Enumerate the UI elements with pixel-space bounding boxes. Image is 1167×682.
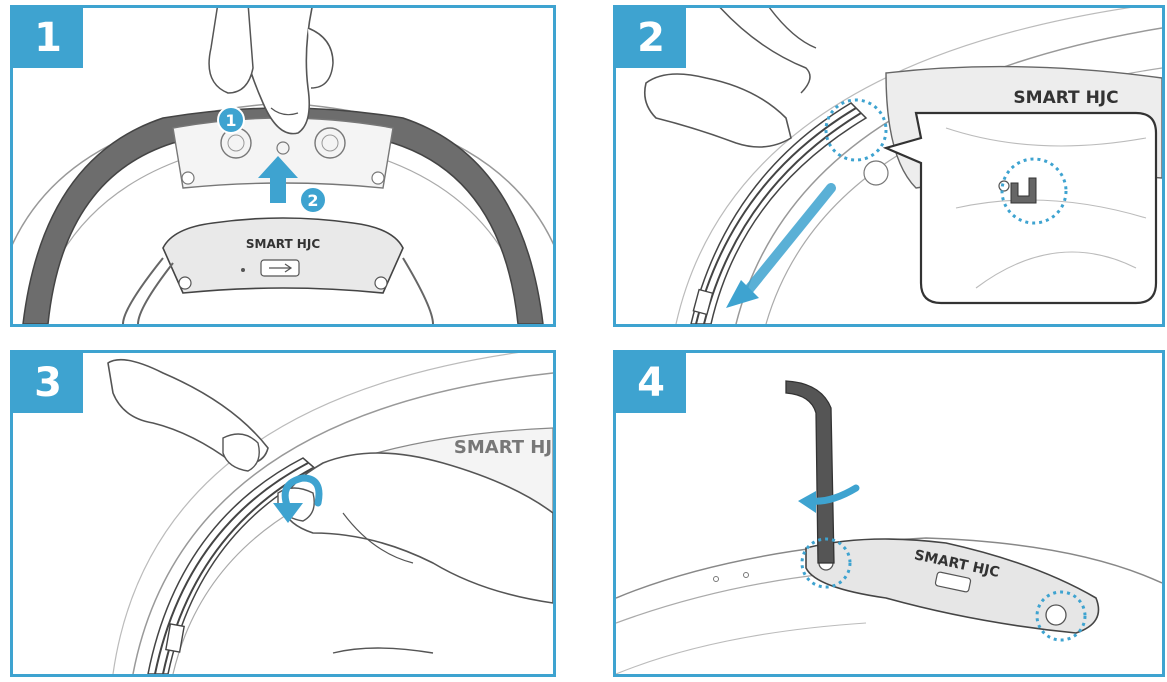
hand-thumb bbox=[643, 73, 792, 148]
hex-key bbox=[785, 380, 835, 564]
helmet-shell bbox=[735, 27, 1162, 324]
highlight-circle bbox=[824, 98, 888, 162]
highlight-circle-screw bbox=[800, 537, 852, 589]
bracket-hook bbox=[1010, 177, 1037, 204]
marker-2 bbox=[299, 186, 327, 214]
step-3-illustration: SMART HJ bbox=[107, 353, 553, 674]
bracket-center-hole bbox=[276, 141, 290, 155]
step-1-illustration: 1 2 SMART HJC bbox=[13, 8, 553, 324]
cable-clip bbox=[165, 623, 185, 653]
bracket-hole-right bbox=[314, 127, 346, 159]
unit-brand-label: SMART HJC bbox=[246, 237, 320, 251]
step-4-illustration: SMART HJC bbox=[616, 380, 1162, 674]
helmet-shell bbox=[132, 372, 553, 674]
detail-callout bbox=[882, 111, 1158, 305]
unit-cable bbox=[122, 257, 174, 324]
step-1-panel: 1 1 2 SMART HJC bbox=[10, 5, 556, 327]
highlight-circle-hole bbox=[1035, 590, 1087, 642]
push-arrow bbox=[258, 156, 298, 203]
step-2-illustration: SMART HJC bbox=[643, 8, 1162, 324]
step-4-panel: 4 SMART HJC bbox=[613, 350, 1165, 677]
screw-right bbox=[371, 171, 385, 185]
step-1-number: 1 bbox=[13, 8, 83, 68]
step-2-panel: 2 SMART HJC bbox=[613, 5, 1165, 327]
step-3-number: 3 bbox=[13, 353, 83, 413]
slide-arrow bbox=[741, 183, 836, 298]
mount-bracket bbox=[172, 117, 394, 189]
smart-hjc-main-unit bbox=[162, 217, 404, 294]
step-4-number: 4 bbox=[616, 353, 686, 413]
screw-left bbox=[181, 171, 195, 185]
led-indicator bbox=[241, 268, 245, 272]
unit-brand-label: SMART HJ bbox=[454, 437, 552, 458]
step-3-panel: 3 SMART HJ bbox=[10, 350, 556, 677]
cable-wire bbox=[154, 462, 309, 674]
usb-port-icon bbox=[934, 571, 972, 593]
marker-1 bbox=[217, 106, 245, 134]
rotate-arrow bbox=[281, 474, 323, 512]
cable-wire bbox=[695, 107, 857, 324]
marker-2-label: 2 bbox=[307, 191, 318, 210]
cable-clip bbox=[692, 288, 714, 316]
marker-1-label: 1 bbox=[225, 111, 236, 130]
detail-highlight-circle bbox=[1000, 157, 1068, 225]
step-2-number: 2 bbox=[616, 8, 686, 68]
helmet-shell bbox=[616, 537, 1162, 599]
unit-brand-label: SMART HJC bbox=[1013, 88, 1118, 108]
padding-strap bbox=[22, 107, 544, 324]
